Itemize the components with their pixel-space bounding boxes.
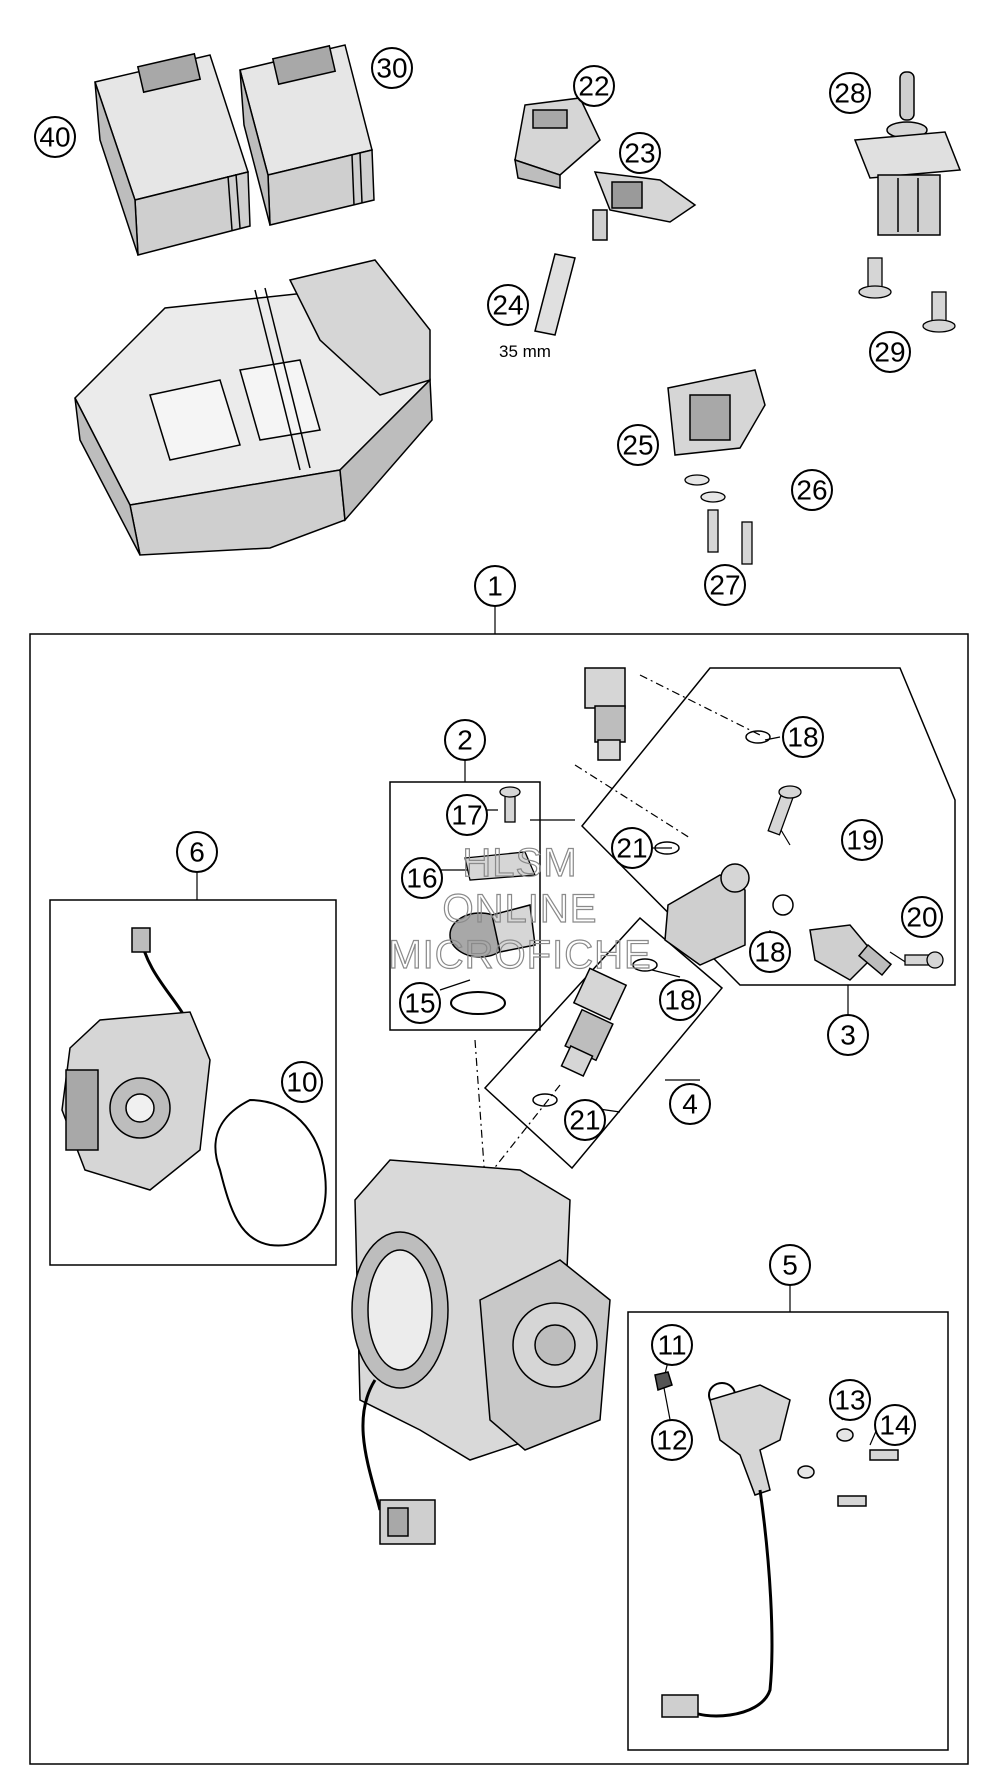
callout-18-lower: 18 (664, 985, 695, 1016)
callout-numbers: 1 2 3 4 5 6 10 11 12 13 14 15 16 17 18 1… (39, 53, 937, 1456)
tilt-sensor-25 (667, 369, 766, 456)
vacuum-hose-24 (534, 253, 576, 336)
callout-13: 13 (834, 1385, 865, 1416)
o-ring-15 (450, 991, 506, 1015)
watermark-line-1: HLSM (462, 841, 577, 885)
connector-part-20 (809, 924, 893, 981)
callout-30: 30 (376, 53, 407, 84)
callout-23: 23 (624, 138, 655, 169)
watermark: HLSM ONLINE MICROFICHE (388, 840, 652, 977)
group-3-frame (580, 667, 956, 986)
hose-length-label: 35 mm (499, 342, 551, 361)
callout-10: 10 (286, 1067, 317, 1098)
callout-3: 3 (840, 1020, 856, 1051)
bracket-16 (464, 851, 536, 881)
washers-26 (684, 474, 726, 503)
assembly-1-frame (29, 633, 969, 1765)
callout-12: 12 (656, 1425, 687, 1456)
watermark-line-2: ONLINE (443, 887, 598, 931)
connector-housing-22 (514, 97, 601, 189)
callout-2: 2 (457, 725, 473, 756)
callout-19: 19 (846, 825, 877, 856)
callout-4: 4 (682, 1089, 698, 1120)
callout-24: 24 (492, 290, 523, 321)
ecu-tray (74, 259, 433, 556)
group-5-frame (627, 1311, 949, 1751)
dashed-lines (474, 674, 761, 1181)
tps-screw-17 (499, 786, 521, 823)
injector-4 (560, 967, 628, 1078)
pressure-sensor-23 (592, 171, 697, 241)
callout-28: 28 (834, 78, 865, 109)
callout-21-upper: 21 (616, 833, 647, 864)
callout-20: 20 (906, 902, 937, 933)
fuel-rail-3 (664, 863, 750, 966)
throttle-body (351, 1159, 611, 1545)
callout-27: 27 (709, 570, 740, 601)
callout-5: 5 (782, 1250, 798, 1281)
callout-21-lower: 21 (569, 1105, 600, 1136)
screw-20 (904, 951, 944, 969)
callout-25: 25 (622, 430, 653, 461)
ecu-unit-30 (239, 44, 375, 226)
callout-14: 14 (879, 1410, 910, 1441)
callout-40: 40 (39, 122, 70, 153)
group-5-parts (654, 1371, 899, 1718)
sensor-28 (853, 71, 962, 236)
throttle-sensor-2 (449, 904, 536, 958)
ecu-unit-40 (94, 52, 251, 256)
callout-18-upper: 18 (787, 722, 818, 753)
gasket-10 (214, 1098, 327, 1247)
callout-17: 17 (451, 800, 482, 831)
callout-26: 26 (796, 475, 827, 506)
callout-15: 15 (404, 988, 435, 1019)
screw-19 (767, 785, 802, 836)
callout-6: 6 (189, 837, 205, 868)
callout-1: 1 (487, 571, 503, 602)
group-6-frame (49, 899, 337, 1266)
callout-18-middle: 18 (754, 937, 785, 968)
callout-29: 29 (874, 337, 905, 368)
callout-11: 11 (657, 1330, 686, 1361)
idle-actuator-6 (61, 927, 211, 1191)
screws-29 (858, 257, 956, 333)
injector-upper (584, 667, 626, 761)
watermark-line-3: MICROFICHE (388, 933, 651, 977)
callout-22: 22 (578, 71, 609, 102)
callout-16: 16 (406, 863, 437, 894)
o-rings-18-21 (532, 730, 794, 1107)
screws-27 (707, 509, 753, 565)
callout-circles (34, 47, 943, 1461)
